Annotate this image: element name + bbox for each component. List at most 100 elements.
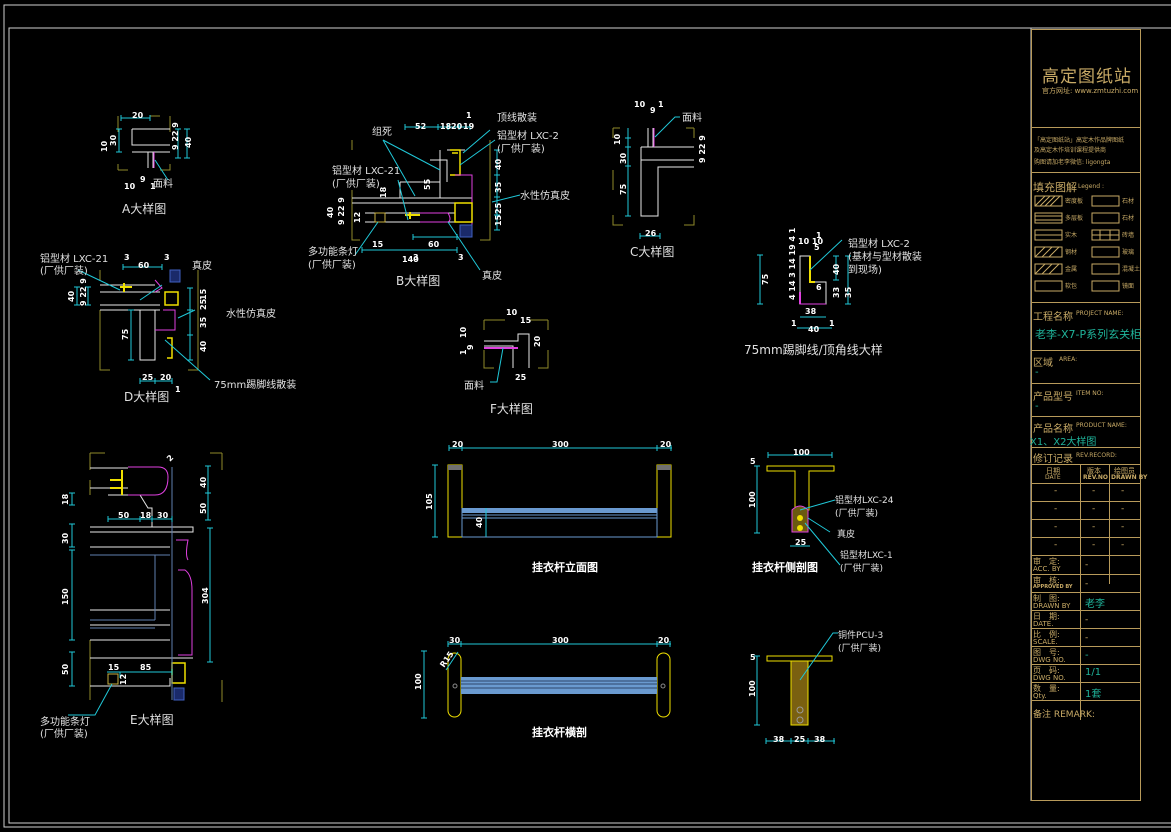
field-scale-label: 比 例: [1033, 630, 1060, 639]
detail-c-drawing: 10 9 1 10 30 75 26 9 22 9 [612, 100, 707, 239]
svg-text:40: 40 [326, 206, 335, 218]
notice-line-2: 及高定木作培训课程提供商 [1034, 147, 1107, 154]
svg-text:35: 35 [199, 316, 208, 328]
area-label-en: AREA: [1059, 356, 1078, 363]
svg-text:100: 100 [793, 448, 810, 457]
note-skirting-sub1: (基材与型材散装 [848, 252, 922, 263]
title-block: 高定图纸站 官方网址: www.zmtuzhi.com 「高定图纸站」高定木作品… [1030, 29, 1147, 801]
svg-text:1: 1 [466, 111, 472, 120]
outer-frame [3, 4, 1171, 828]
svg-text:50: 50 [118, 511, 130, 520]
project-name-label-en: PROJECT NAME: [1076, 310, 1124, 317]
rev-header-date: 日期 [1046, 467, 1060, 475]
svg-text:40: 40 [808, 325, 820, 334]
note-e-light: 多功能条灯 [40, 717, 90, 728]
rail-section-title: 挂衣杆侧剖图 [752, 560, 818, 574]
field-acc-label-en: ACC. BY [1033, 565, 1061, 573]
rev-cell: - [1121, 504, 1125, 514]
svg-text:304: 304 [201, 587, 210, 604]
rev-cell: - [1121, 486, 1125, 496]
detail-rail-bracket-drawing: 5 100 38 25 38 [748, 632, 838, 744]
svg-text:85: 85 [140, 663, 152, 672]
detail-skirting-drawing: 10 10 1 75 4 14 3 14 19 4 1 40 33 35 38 … [757, 227, 853, 334]
rev-cell: - [1054, 486, 1058, 496]
svg-text:15: 15 [520, 316, 532, 325]
detail-skirting-title: 75mm踢脚线/顶角线大样 [744, 343, 883, 357]
svg-text:10: 10 [100, 140, 109, 152]
note-rail-lxc1: 铝型材LXC-1 [840, 551, 893, 561]
svg-text:10: 10 [459, 326, 468, 338]
svg-text:10: 10 [613, 133, 622, 145]
svg-text:38: 38 [814, 735, 826, 744]
rev-record-label-en: REV.RECORD: [1076, 452, 1117, 459]
field-drawn-value: 老李 [1085, 599, 1105, 610]
detail-c-title: C大样图 [630, 245, 675, 259]
svg-text:25: 25 [795, 538, 807, 547]
rev-header-date-en: DATE [1045, 474, 1061, 481]
rev-cell: - [1092, 522, 1096, 532]
svg-text:3: 3 [124, 253, 130, 262]
svg-text:3: 3 [413, 253, 419, 262]
svg-text:10: 10 [506, 308, 518, 317]
detail-rail-section-drawing: 100 5 100 25 挂衣杆侧剖图 [748, 448, 841, 574]
note-b-lxc21: 铝型材 LXC-21 [332, 166, 401, 177]
svg-text:55: 55 [423, 178, 432, 190]
field-drawn-label: 制 图: [1033, 594, 1060, 603]
field-scale-label-en: SCALE. [1033, 638, 1058, 646]
svg-text:20: 20 [660, 440, 672, 449]
note-b-lxc2-sub: (厂供厂装) [497, 144, 545, 155]
svg-text:300: 300 [552, 636, 569, 645]
rail-elevation-title: 挂衣杆立面图 [532, 560, 598, 574]
legend-title-en: Legend : [1078, 183, 1104, 190]
svg-text:75: 75 [619, 183, 628, 195]
field-page-value: 1/1 [1085, 667, 1102, 678]
inner-frame [8, 27, 1171, 824]
rev-cell: - [1054, 504, 1058, 514]
svg-text:150: 150 [61, 588, 70, 605]
rev-cell: - [1121, 522, 1125, 532]
svg-text:100: 100 [414, 673, 423, 690]
svg-text:40: 40 [199, 476, 208, 488]
svg-text:3: 3 [458, 253, 464, 262]
detail-b-title: B大样图 [396, 274, 441, 288]
svg-text:6: 6 [816, 283, 822, 292]
detail-a-drawing: 20 10 30 9 22 9 40 10 9 1 [100, 111, 193, 191]
svg-text:40: 40 [494, 158, 503, 170]
detail-f-drawing: 10 15 10 9 1 20 25 [459, 308, 549, 383]
field-approved-label: 审 核: [1033, 576, 1060, 585]
brand-name: 高定图纸站 [1042, 67, 1132, 87]
svg-text:40: 40 [67, 290, 76, 302]
note-b-pu-leather: 水性仿真皮 [520, 191, 570, 202]
detail-a-title: A大样图 [122, 202, 167, 216]
note-b-light-sub: (厂供厂装) [308, 260, 356, 271]
svg-text:30: 30 [61, 532, 70, 544]
svg-text:3: 3 [164, 253, 170, 262]
svg-text:75: 75 [121, 328, 130, 340]
svg-text:9 22 9: 9 22 9 [171, 122, 180, 150]
svg-text:18: 18 [61, 493, 70, 505]
detail-e-title: E大样图 [130, 713, 174, 727]
field-date-value: - [1085, 615, 1089, 625]
svg-text:35: 35 [494, 181, 503, 193]
svg-text:38: 38 [805, 307, 817, 316]
svg-text:2: 2 [165, 453, 175, 463]
legend-label: 混凝土 [1122, 266, 1141, 273]
note-bracket-pcu3: 铜件PCU-3 [838, 631, 884, 641]
legend-swatches [1034, 195, 1120, 292]
svg-text:30: 30 [619, 152, 628, 164]
svg-text:25: 25 [494, 202, 503, 214]
svg-text:50: 50 [61, 663, 70, 675]
field-approved-value: - [1085, 579, 1089, 589]
note-rail-lxc24: 铝型材LXC-24 [835, 496, 894, 506]
svg-text:1: 1 [658, 100, 664, 109]
svg-text:40: 40 [475, 516, 484, 528]
field-page-label-en: DWG NO. [1033, 674, 1066, 682]
svg-text:60: 60 [428, 240, 440, 249]
field-scale-value: - [1085, 633, 1089, 643]
note-a-fabric: 面料 [153, 179, 173, 190]
detail-d-drawing: 3 60 3 40 9 22 9 75 15 25 35 40 25 20 1 [67, 253, 211, 394]
svg-text:15: 15 [108, 663, 120, 672]
legend-label: 镜面 [1122, 283, 1135, 290]
field-dwg-label-en: DWG NO. [1033, 656, 1066, 664]
